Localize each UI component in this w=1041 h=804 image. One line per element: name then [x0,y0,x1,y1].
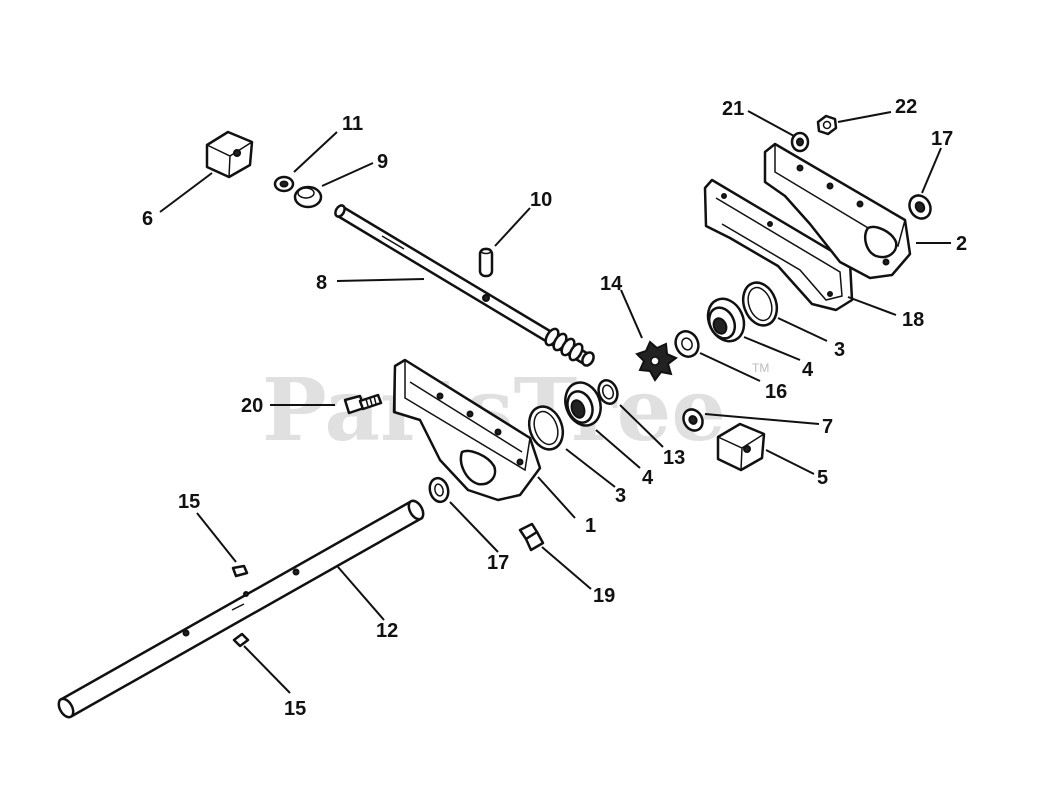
part-17-washer-upper [908,194,932,220]
callout-10: 10 [530,189,552,211]
callout-22: 22 [895,96,917,118]
part-3-ring-left [527,405,565,451]
callout-8: 8 [316,272,327,294]
part-12-axle [57,499,425,719]
part-15-key-lower [232,632,250,648]
part-8-shaft [334,204,595,367]
callout-5: 5 [817,467,828,489]
callout-labels: 1 2 3 3 4 4 5 6 7 8 9 10 11 12 13 14 15 … [142,96,967,720]
callout-2: 2 [956,233,967,255]
callout-4-left: 4 [642,467,654,489]
part-9-disc [293,185,323,209]
part-18-gasket [703,178,854,312]
part-11-washer [273,175,295,193]
part-5-block [716,422,766,472]
callout-7: 7 [822,416,833,438]
callout-21: 21 [722,98,744,120]
part-20-bolt [343,393,383,415]
leader-lines [159,110,951,694]
callout-20: 20 [241,395,263,417]
part-17-washer-lower [428,476,450,504]
part-7-washer [682,408,704,432]
callout-3-right: 3 [834,339,845,361]
part-4-bearing-left [564,381,602,427]
callout-12: 12 [376,620,398,642]
part-6-block [205,130,254,179]
part-10-pin [478,247,494,278]
callout-4-right: 4 [802,359,814,381]
part-16-washer [674,330,700,358]
part-19-plug [518,522,545,552]
callout-16: 16 [765,381,787,403]
callout-17-upper: 17 [931,128,953,150]
part-13-snap-ring [597,379,619,405]
part-3-ring-right [741,281,779,327]
callout-19: 19 [593,585,615,607]
callout-3-left: 3 [615,485,626,507]
part-2-housing [763,142,912,280]
callout-11: 11 [342,113,363,135]
callout-17-lower: 17 [487,552,509,574]
part-4-bearing-right [706,297,746,343]
callout-14: 14 [600,273,623,295]
part-21-washer [790,131,810,153]
part-14-gear [635,340,678,382]
part-22-nut [816,114,838,136]
callout-15-upper: 15 [178,491,200,513]
part-15-key-upper [231,564,249,578]
callout-1: 1 [585,515,596,537]
watermark-trademark: TM [752,361,769,375]
callout-6: 6 [142,208,153,230]
part-1-housing [392,358,542,502]
callout-18: 18 [902,309,924,331]
callout-15-lower: 15 [284,698,306,720]
callout-13: 13 [663,447,685,469]
callout-9: 9 [377,151,388,173]
